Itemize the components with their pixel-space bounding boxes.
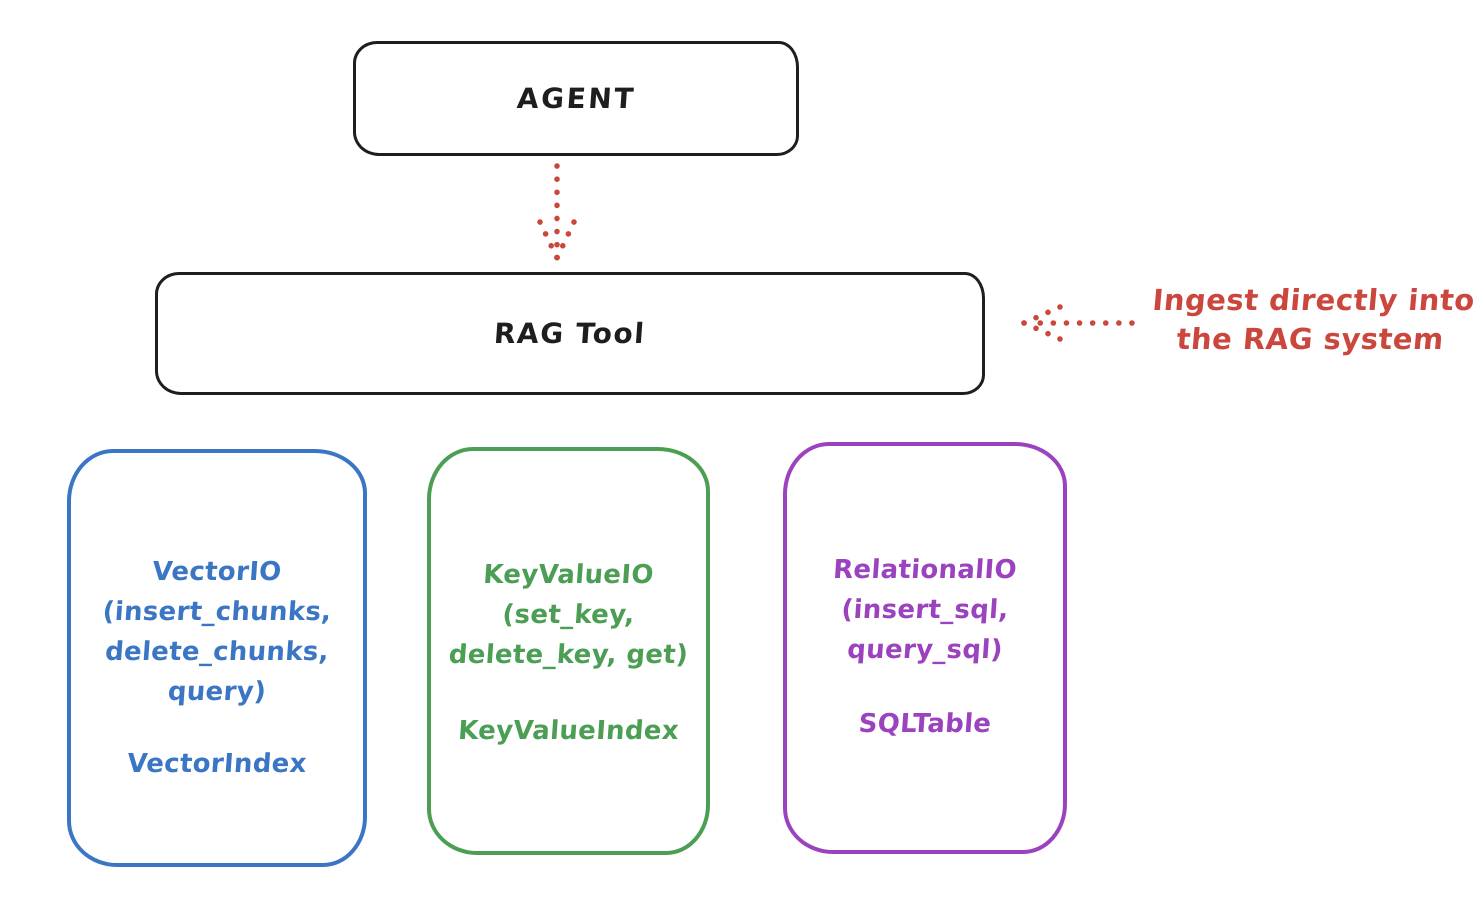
store-title: RelationalIO — [832, 555, 1018, 585]
arrow-annotation-to-ragtool-icon — [1021, 304, 1135, 342]
store-method-line: delete_key, get) — [447, 640, 690, 670]
store-title: VectorIO — [151, 557, 283, 587]
store-index-label: VectorIndex — [126, 749, 308, 779]
keyvalue-store-box: KeyValueIO (set_key, delete_key, get) Ke… — [427, 447, 710, 855]
agent-label: AGENT — [515, 82, 637, 115]
ingest-annotation: Ingest directly into the RAG system — [1137, 281, 1484, 359]
ingest-annotation-line1: Ingest directly into — [1151, 283, 1477, 317]
store-method-line: (insert_chunks, — [101, 597, 333, 627]
store-method-line: query) — [166, 677, 268, 707]
store-method-line: (set_key, — [501, 600, 636, 630]
store-title: KeyValueIO — [482, 560, 655, 590]
store-index-label: KeyValueIndex — [457, 716, 680, 746]
relational-store-box: RelationalIO (insert_sql, query_sql) SQL… — [783, 442, 1067, 854]
ragtool-label: RAG Tool — [493, 317, 647, 350]
ragtool-node: RAG Tool — [155, 272, 985, 395]
store-method-line: delete_chunks, — [104, 637, 330, 667]
store-index-label: SQLTable — [857, 709, 993, 739]
store-method-line: (insert_sql, — [840, 595, 1010, 625]
store-method-line: query_sql) — [846, 635, 1004, 665]
agent-node: AGENT — [353, 41, 799, 156]
ingest-annotation-line2: the RAG system — [1175, 322, 1446, 356]
arrow-agent-to-ragtool-icon — [537, 163, 577, 261]
vector-store-box: VectorIO (insert_chunks, delete_chunks, … — [67, 449, 367, 867]
